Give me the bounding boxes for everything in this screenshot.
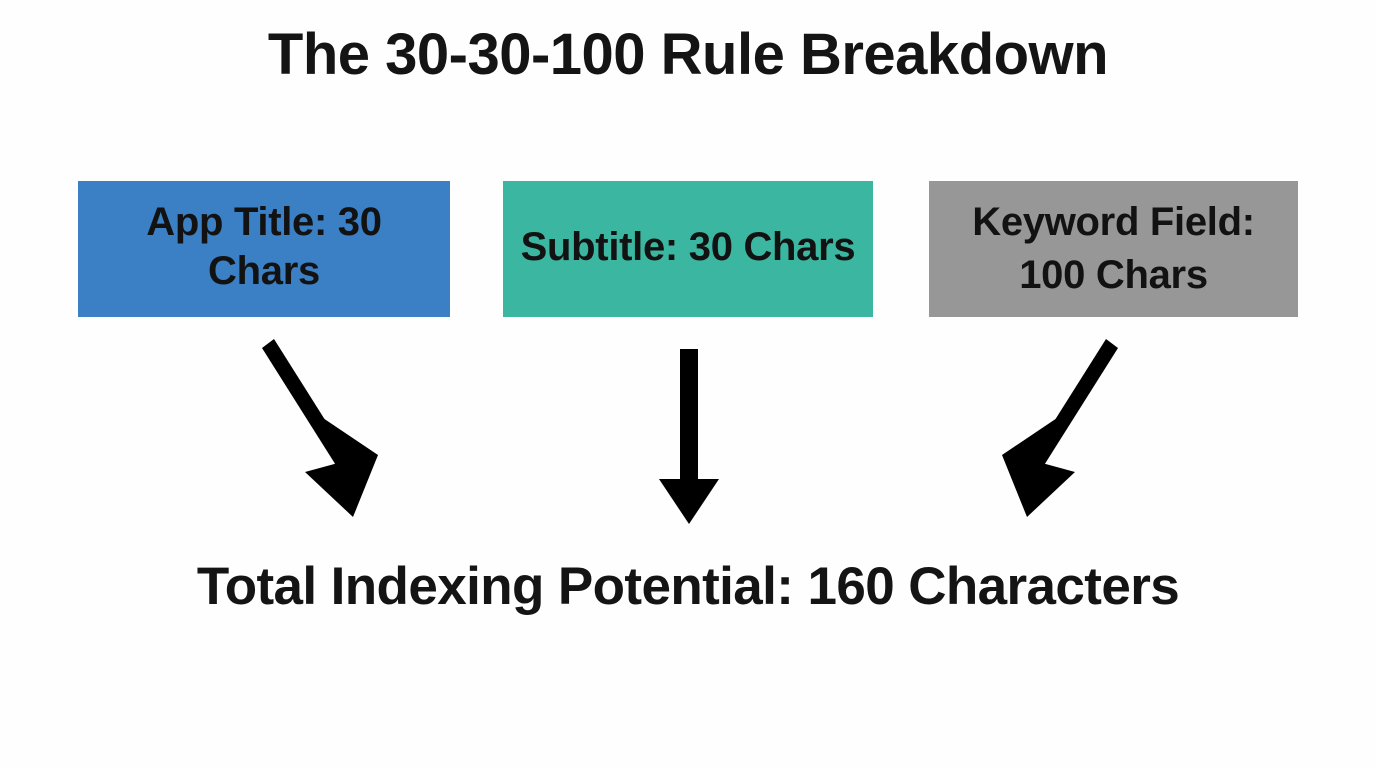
total-indexing-potential-text: Total Indexing Potential: 160 Characters [196, 557, 1180, 616]
concept-box-keyword-field-label-line2: 100 Chars [1019, 253, 1208, 297]
concept-box-subtitle-label: Subtitle: 30 Chars [520, 224, 856, 269]
arrow-down-icon [659, 349, 719, 524]
concept-box-keyword-field: Keyword Field: 100 Chars [929, 181, 1298, 317]
arrow-down-left-icon [1002, 339, 1118, 517]
arrow-down-right-icon [262, 339, 378, 517]
concept-box-keyword-field-label-line1: Keyword Field: [972, 200, 1255, 245]
concept-box-app-title-label: App Title: 30 Chars [146, 200, 382, 293]
concept-box-subtitle: Subtitle: 30 Chars [503, 181, 873, 317]
page-title: The 30-30-100 Rule Breakdown [267, 22, 1109, 87]
concept-box-keyword-field-label: Keyword Field: 100 Chars [972, 196, 1255, 302]
concept-box-app-title: App Title: 30 Chars [78, 181, 450, 317]
